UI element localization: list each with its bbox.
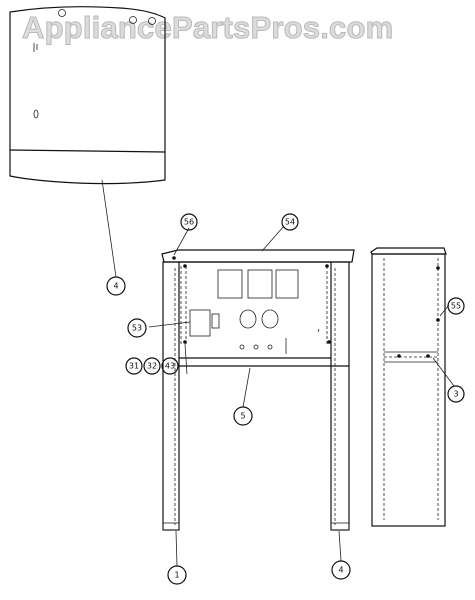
callout-control-box: 53 (127, 318, 147, 338)
callout-label: 56 (184, 218, 194, 227)
cabinet-frame (161, 249, 355, 531)
callout-label: 4 (113, 282, 118, 291)
callout-label: 4 (338, 566, 343, 575)
callout-label: 1 (174, 571, 179, 580)
callout-label: 32 (147, 362, 157, 371)
callout-right-leg: 4 (331, 560, 351, 580)
watermark-logo: AppliancePartsPros.com (22, 10, 394, 46)
callout-label: 53 (132, 324, 142, 333)
callout-label: 31 (129, 362, 139, 371)
callout-label: 54 (285, 218, 295, 227)
callout-side-bracket: 55 (447, 297, 465, 315)
callout-side-shelf: 3 (447, 385, 465, 403)
callout-label: 43 (165, 362, 175, 371)
callout-label: 55 (451, 302, 461, 311)
callout-door-panel: 4 (106, 276, 126, 296)
callout-label: 3 (453, 390, 458, 399)
side-cabinet (370, 247, 447, 527)
callout-top-panel: 54 (281, 213, 299, 231)
callout-screws-c: 43 (161, 357, 179, 375)
callout-control-panel: 5 (233, 406, 253, 426)
callout-left-leg: 1 (167, 565, 187, 585)
door-panel (9, 6, 166, 278)
leader-lines (148, 225, 455, 567)
callout-top-left-corner: 56 (180, 213, 198, 231)
callout-label: 5 (240, 412, 245, 421)
callout-screws-b: 32 (143, 357, 161, 375)
callout-screws-a: 31 (125, 357, 143, 375)
